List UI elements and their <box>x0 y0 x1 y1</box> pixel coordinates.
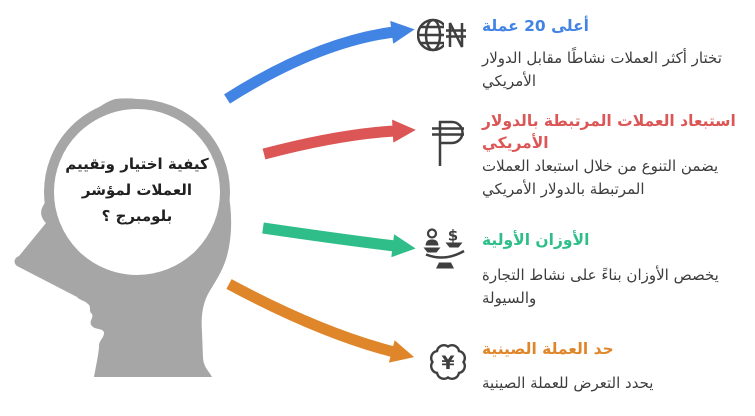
svg-text:$: $ <box>448 227 458 245</box>
yuan-badge-icon: ¥ <box>424 338 472 386</box>
item-title-initial-weights: الأوزان الأولية <box>482 231 590 249</box>
arrow-exclude-pegged <box>262 119 416 160</box>
item-title-exclude-pegged: استبعاد العملات المرتبطة بالدولار الأمري… <box>482 112 736 152</box>
item-description-initial-weights: يخصص الأوزان بناءً على نشاط التجارة والس… <box>482 266 719 307</box>
item-description-chinese-currency-cap: يحدد التعرض للعملة الصينية <box>482 374 654 392</box>
item-title-top-20: أعلى 20 عملة <box>482 17 589 35</box>
item-title-chinese-currency-cap: حد العملة الصينية <box>482 340 614 358</box>
arrow-initial-weights <box>262 222 416 258</box>
globe-naira-icon <box>417 13 471 57</box>
peso-sign-icon <box>428 118 468 168</box>
balance-scale-dollar-icon: $ <box>420 227 470 271</box>
central-question: كيفية اختيار وتقييم العملات لمؤشر بلومبر… <box>65 155 209 225</box>
arrow-top-20-currencies <box>224 20 415 104</box>
item-description-exclude-pegged: يضمن التنوع من خلال استبعاد العملات المر… <box>482 157 719 198</box>
svg-text:¥: ¥ <box>441 352 454 374</box>
thought-circle <box>44 99 230 285</box>
item-description-top-20: تختار أكثر العملات نشاطًا مقابل الدولار … <box>482 49 722 90</box>
arrow-chinese-currency-cap <box>226 279 415 363</box>
